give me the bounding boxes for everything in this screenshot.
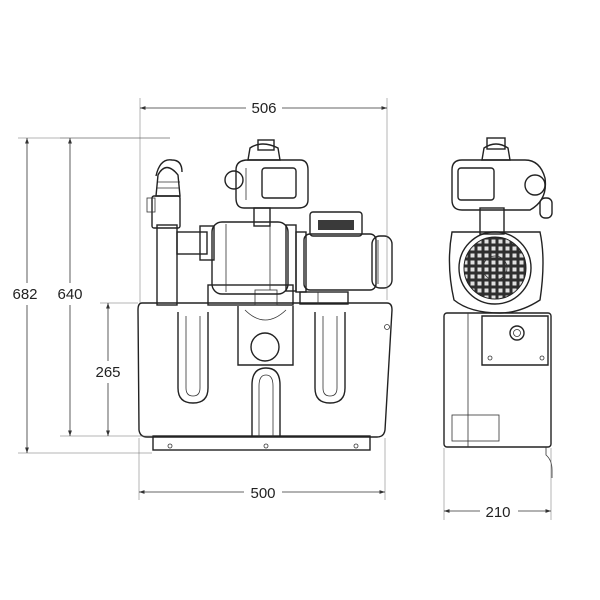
front-tank-cutout: [237, 306, 294, 366]
front-tank-rib-center: [251, 367, 281, 437]
front-motor: [303, 233, 377, 291]
front-controller: [235, 159, 309, 209]
front-tank-rib-right: [314, 312, 346, 404]
side-connection-plate: [481, 315, 549, 366]
side-motor-body: [448, 231, 544, 314]
front-tank: [137, 302, 393, 438]
dim-tank-height: 265: [95, 364, 120, 381]
side-label-plate: [451, 414, 500, 442]
dim-total-height: 682: [12, 286, 37, 303]
front-tank-rib-left: [177, 312, 209, 404]
front-motor-flange: [295, 231, 307, 293]
dim-pump-height: 640: [57, 286, 82, 303]
front-riser-pipe: [156, 224, 178, 306]
side-controller: [451, 159, 547, 211]
dimension-lines: [18, 98, 552, 520]
front-base-plate: [152, 435, 371, 451]
front-view: [137, 139, 393, 451]
front-suction-pipe: [176, 231, 208, 255]
dim-top-width: 506: [251, 100, 276, 117]
dim-side-width: 210: [485, 504, 510, 521]
side-fan-cover: [458, 231, 532, 305]
side-view: [443, 137, 553, 478]
front-pump-housing: [211, 221, 289, 295]
dimension-labels: 506 500 210 682 640 265: [6, 96, 518, 523]
dim-bottom-width: 500: [250, 485, 275, 502]
front-tank-port: [250, 332, 280, 362]
side-tank: [443, 312, 552, 448]
